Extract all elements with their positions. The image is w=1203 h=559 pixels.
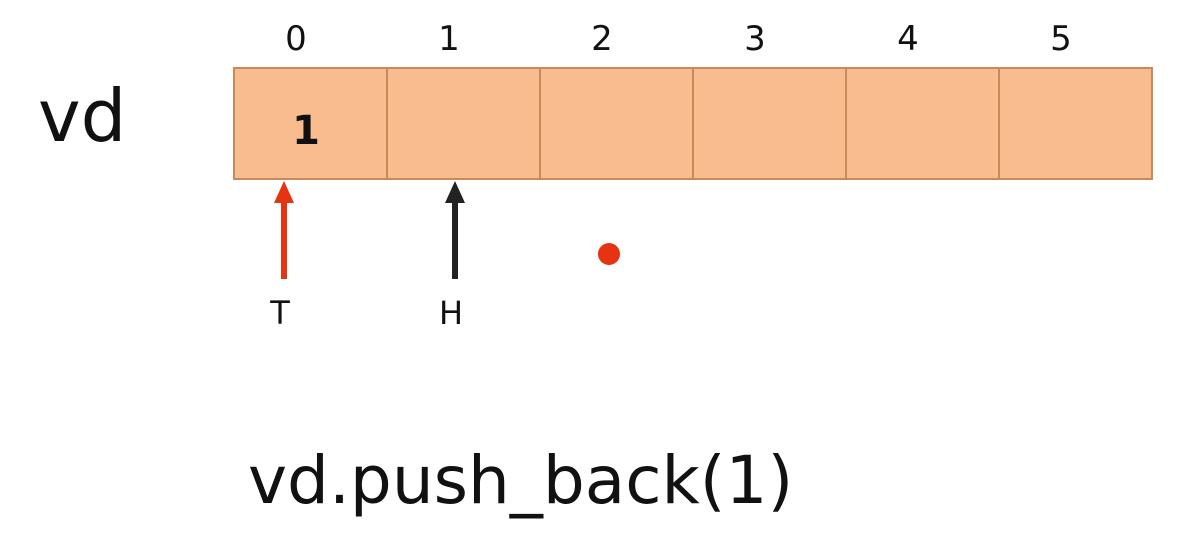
index-label-4: 4 xyxy=(897,19,919,59)
pointer-h-arrow xyxy=(445,181,465,279)
marker-dot xyxy=(598,243,620,265)
index-label-1: 1 xyxy=(438,19,460,59)
variable-name: vd xyxy=(38,74,127,158)
index-label-5: 5 xyxy=(1050,19,1072,59)
pointer-label-h: H xyxy=(439,294,463,332)
array-cell-0 xyxy=(233,67,388,180)
pointer-t-arrow xyxy=(274,181,294,279)
index-label-2: 2 xyxy=(591,19,613,59)
code-caption: vd.push_back(1) xyxy=(248,442,794,519)
array-cell-2 xyxy=(539,67,694,180)
array-cell-3 xyxy=(692,67,847,180)
index-label-3: 3 xyxy=(744,19,766,59)
array-cell-4 xyxy=(845,67,1000,180)
cell-value-0: 1 xyxy=(292,108,320,154)
array-cell-1 xyxy=(386,67,541,180)
pointer-label-t: T xyxy=(269,294,290,332)
index-labels: 0 1 2 3 4 5 xyxy=(285,19,1072,59)
array-cell-5 xyxy=(998,67,1153,180)
array-cells: 1 xyxy=(233,67,1153,180)
index-label-0: 0 xyxy=(285,19,307,59)
